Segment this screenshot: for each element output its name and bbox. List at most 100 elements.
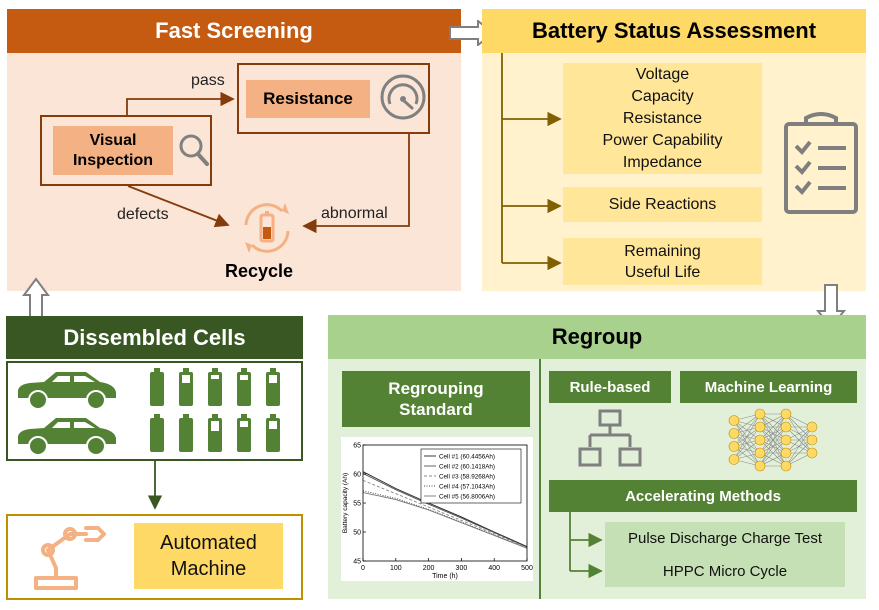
- car-icon-bottom: [18, 418, 116, 456]
- nn-node: [780, 460, 792, 472]
- pass-connector: [126, 91, 235, 116]
- metric-resistance: Resistance: [622, 109, 703, 127]
- x-tick-label: 100: [390, 565, 402, 572]
- resistance-box: Resistance: [246, 80, 370, 118]
- legend-label: Cell #2 (60.1418Ah): [439, 463, 495, 470]
- regrouping-standard-box: Regrouping Standard: [342, 371, 530, 427]
- battery-cells-icon: [150, 368, 280, 452]
- nn-node: [806, 447, 818, 459]
- regroup-header: Regroup: [328, 315, 866, 359]
- nn-node: [780, 408, 792, 420]
- clipboard-icon: [784, 112, 858, 214]
- pulse-discharge-box: Pulse Discharge Charge Test: [605, 522, 845, 555]
- hierarchy-icon: [578, 409, 642, 467]
- dissembled-cells-header: Dissembled Cells: [6, 316, 303, 359]
- magnifier-icon: [179, 134, 209, 166]
- y-tick-label: 55: [353, 501, 361, 508]
- nn-edge: [759, 413, 787, 454]
- x-axis-label: Time (h): [432, 573, 458, 580]
- recycle-icon: [244, 203, 290, 253]
- x-tick-label: 0: [361, 565, 365, 572]
- nn-node: [754, 434, 766, 446]
- visual-inspection-box: Visual Inspection: [53, 126, 173, 175]
- y-tick-label: 50: [353, 530, 361, 537]
- nn-edge: [785, 426, 813, 467]
- pass-label: pass: [191, 72, 225, 89]
- metric-power-capability: Power Capability: [602, 131, 723, 149]
- series-line: [362, 479, 528, 549]
- metric-voltage: Voltage: [635, 65, 690, 83]
- nn-edge: [759, 413, 787, 441]
- nn-edge: [733, 413, 761, 460]
- nn-node: [754, 421, 766, 433]
- y-axis-label: Battery capacity (Ah): [342, 473, 349, 533]
- automated-machine-box: Automated Machine: [134, 523, 283, 589]
- series-line: [362, 471, 528, 547]
- nn-edge: [785, 426, 813, 454]
- nn-edge: [785, 439, 813, 467]
- metric-capacity: Capacity: [631, 87, 694, 105]
- abnormal-label: abnormal: [321, 205, 388, 222]
- nn-node: [780, 421, 792, 433]
- nn-node: [754, 447, 766, 459]
- side-reactions-box: Side Reactions: [563, 187, 762, 222]
- x-tick-label: 300: [456, 565, 468, 572]
- nn-node: [780, 447, 792, 459]
- defects-label: defects: [117, 206, 169, 223]
- gauge-icon: [380, 74, 426, 120]
- fast-screening-header: Fast Screening: [7, 9, 461, 53]
- y-tick-label: 65: [353, 443, 361, 450]
- nn-node: [806, 434, 818, 446]
- regroup-divider: [539, 359, 541, 599]
- nn-edge: [759, 439, 787, 467]
- legend-label: Cell #5 (56.8006Ah): [439, 493, 495, 500]
- nn-edge: [733, 413, 761, 447]
- nn-node: [728, 428, 740, 439]
- nn-edge: [759, 413, 787, 467]
- car-icon-top: [18, 372, 116, 410]
- series-line: [362, 490, 528, 549]
- accelerating-methods-box: Accelerating Methods: [549, 480, 857, 512]
- hppc-box: HPPC Micro Cycle: [605, 555, 845, 587]
- resistance-container: [237, 63, 430, 134]
- series-line: [362, 473, 528, 548]
- x-tick-label: 200: [423, 565, 435, 572]
- y-tick-label: 45: [353, 559, 361, 566]
- machine-learning-box: Machine Learning: [680, 371, 857, 403]
- neural-network-icon: [728, 408, 818, 472]
- y-tick-label: 60: [353, 472, 361, 479]
- nn-node: [754, 460, 766, 472]
- nn-edge: [733, 426, 761, 460]
- x-tick-label: 500: [521, 565, 533, 572]
- visual-inspection-container: [40, 115, 212, 186]
- battery-metrics-box: Voltage Capacity Resistance Power Capabi…: [563, 63, 762, 174]
- nn-node: [728, 441, 740, 452]
- legend-label: Cell #4 (57.1043Ah): [439, 483, 495, 490]
- metric-impedance: Impedance: [622, 153, 703, 171]
- chart-legend-box: [420, 448, 522, 504]
- legend-label: Cell #3 (58.9268Ah): [439, 473, 495, 480]
- nn-node: [728, 454, 740, 465]
- legend-label: Cell #1 (60.4456Ah): [439, 453, 495, 460]
- nn-edge: [759, 426, 787, 467]
- nn-node: [780, 434, 792, 446]
- battery-status-header: Battery Status Assessment: [482, 9, 866, 53]
- nn-node: [728, 415, 740, 426]
- series-line: [362, 492, 528, 549]
- rule-based-box: Rule-based: [549, 371, 671, 403]
- nn-edge: [733, 413, 761, 434]
- defects-connector: [127, 185, 230, 228]
- nn-node: [806, 421, 818, 433]
- nn-node: [754, 408, 766, 420]
- nn-edge: [733, 439, 761, 460]
- remaining-useful-life-box: Remaining Useful Life: [563, 238, 762, 285]
- abnormal-connector: [302, 133, 410, 234]
- x-tick-label: 400: [488, 565, 500, 572]
- robot-arm-icon: [34, 526, 106, 590]
- recycle-label: Recycle: [225, 261, 294, 281]
